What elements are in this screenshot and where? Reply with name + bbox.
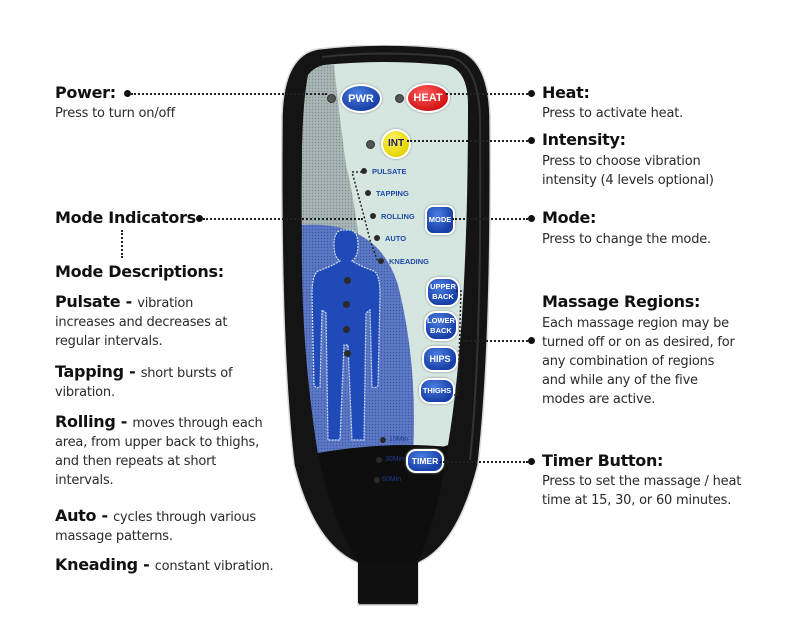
timer-led-60 <box>374 477 380 483</box>
mode-title: Mode: <box>542 208 597 227</box>
timer-desc: Press to set the massage / heat time at … <box>542 474 742 508</box>
pwr-button[interactable]: PWR <box>340 84 382 113</box>
timer-label-60: 60Min <box>382 476 402 483</box>
mode-desc-tapping: Tapping - short bursts of vibration. <box>55 362 250 402</box>
mode-led-tapping <box>365 190 371 196</box>
mode-led-kneading <box>378 258 384 264</box>
mode-indicators-leader <box>203 218 363 220</box>
heat-title: Heat: <box>542 83 590 102</box>
regions-bullet <box>528 337 535 344</box>
region-led <box>343 301 350 308</box>
mode-led-pulsate <box>361 168 367 174</box>
heat-led <box>395 94 404 103</box>
region-led <box>343 326 350 333</box>
mode-desc-kneading: Kneading - constant vibration. <box>55 555 295 576</box>
mode-desc: Press to change the mode. <box>542 232 711 247</box>
mode-button[interactable]: MODE <box>425 205 455 235</box>
timer-label-15: 15Min <box>389 436 409 443</box>
mode-desc-pulsate: Pulsate - vibration increases and decrea… <box>55 292 255 351</box>
lower-back-button[interactable]: LOWER BACK <box>424 311 458 341</box>
timer-title: Timer Button: <box>542 451 664 470</box>
intensity-bullet <box>528 137 535 144</box>
mode-leader <box>452 218 528 220</box>
heat-bullet <box>528 90 535 97</box>
mode-text-auto: cycles through various massage patterns. <box>55 510 257 544</box>
timer-bullet <box>528 458 535 465</box>
mode-led-auto <box>374 235 380 241</box>
timer-label-30: 30Min <box>385 456 405 463</box>
heat-desc: Press to activate heat. <box>542 106 684 121</box>
mode-label-rolling: ROLLING <box>381 212 415 221</box>
power-led <box>327 94 336 103</box>
mode-name-tapping: Tapping <box>55 362 124 381</box>
mode-indicators-bullet <box>196 215 203 222</box>
intensity-title: Intensity: <box>542 130 626 149</box>
timer-button[interactable]: TIMER <box>406 449 444 473</box>
mode-name-auto: Auto <box>55 506 97 525</box>
power-title: Power: <box>55 83 116 102</box>
int-button[interactable]: INT <box>381 129 411 159</box>
intensity-desc: Press to choose vibration intensity (4 l… <box>542 154 714 188</box>
mode-descriptions-title: Mode Descriptions: <box>55 262 224 281</box>
separator: - <box>120 292 138 311</box>
intensity-leader <box>407 140 528 142</box>
mode-indicators-title: Mode Indicators <box>55 208 196 227</box>
regions-bracket <box>454 290 462 396</box>
upper-back-button[interactable]: UPPER BACK <box>426 277 460 307</box>
separator: - <box>123 362 141 381</box>
mode-text-rolling: moves through each area, from upper back… <box>55 416 263 488</box>
remote-control: PWR HEAT INT PULSATE TAPPING ROLLING AUT… <box>278 45 493 606</box>
power-desc: Press to turn on/off <box>55 106 176 121</box>
mode-label-pulsate: PULSATE <box>372 167 407 176</box>
mode-bullet <box>528 215 535 222</box>
separator: - <box>96 506 114 525</box>
region-led <box>344 277 351 284</box>
region-led <box>344 350 351 357</box>
timer-leader <box>440 461 528 463</box>
mode-text-kneading: constant vibration. <box>154 559 274 574</box>
mode-label-kneading: KNEADING <box>389 257 430 266</box>
heat-button[interactable]: HEAT <box>406 83 450 113</box>
mode-name-rolling: Rolling <box>55 412 116 431</box>
mode-indicators-bracket <box>351 171 379 263</box>
mode-led-rolling <box>370 213 376 219</box>
power-bullet <box>124 90 131 97</box>
mode-name-pulsate: Pulsate <box>55 292 121 311</box>
mode-desc-auto: Auto - cycles through various massage pa… <box>55 506 260 546</box>
separator: - <box>115 412 133 431</box>
body-figure-icon <box>311 229 381 441</box>
thighs-button[interactable]: THIGHS <box>419 378 455 404</box>
mode-label-auto: AUTO <box>385 234 407 243</box>
mode-desc-rolling: Rolling - moves through each area, from … <box>55 412 265 490</box>
hips-button[interactable]: HIPS <box>422 346 458 372</box>
intensity-led <box>366 140 375 149</box>
regions-leader <box>463 340 528 342</box>
mode-text-tapping: short bursts of vibration. <box>55 366 233 400</box>
heat-leader <box>446 93 528 95</box>
timer-led-15 <box>380 437 386 443</box>
regions-title: Massage Regions: <box>542 292 701 311</box>
timer-led-30 <box>376 457 382 463</box>
power-leader <box>131 93 327 95</box>
mode-text-pulsate: vibration increases and decreases at reg… <box>55 296 228 349</box>
mode-label-tapping: TAPPING <box>376 189 409 198</box>
separator: - <box>137 555 155 574</box>
mode-indicators-connector <box>121 230 123 258</box>
mode-name-kneading: Kneading <box>55 555 138 574</box>
regions-desc: Each massage region may be turned off or… <box>542 316 735 407</box>
